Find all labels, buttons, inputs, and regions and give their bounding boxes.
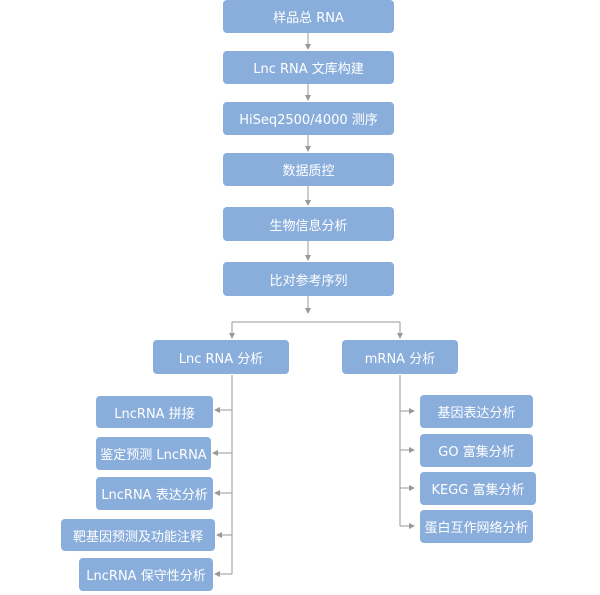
branch-mrna-analysis: mRNA 分析: [342, 340, 458, 374]
lncrna-item-identification: 鉴定预测 LncRNA: [96, 437, 211, 470]
step-sequencing: HiSeq2500/4000 测序: [223, 102, 394, 135]
lncrna-item-assembly: LncRNA 拼接: [96, 396, 213, 428]
step-total-rna: 样品总 RNA: [223, 0, 394, 33]
mrna-item-expression: 基因表达分析: [420, 395, 533, 428]
mrna-item-kegg-enrichment: KEGG 富集分析: [420, 472, 536, 505]
step-library-construction: Lnc RNA 文库构建: [223, 51, 394, 84]
lncrna-item-target-prediction: 靶基因预测及功能注释: [61, 519, 215, 551]
lncrna-item-expression: LncRNA 表达分析: [96, 477, 213, 510]
step-bioinformatics: 生物信息分析: [223, 207, 394, 241]
step-quality-control: 数据质控: [223, 153, 394, 186]
step-alignment: 比对参考序列: [223, 262, 394, 296]
mrna-item-go-enrichment: GO 富集分析: [420, 434, 533, 467]
lncrna-item-conservation: LncRNA 保守性分析: [79, 558, 213, 591]
mrna-item-ppi-network: 蛋白互作网络分析: [420, 510, 533, 543]
branch-lncrna-analysis: Lnc RNA 分析: [153, 340, 289, 374]
